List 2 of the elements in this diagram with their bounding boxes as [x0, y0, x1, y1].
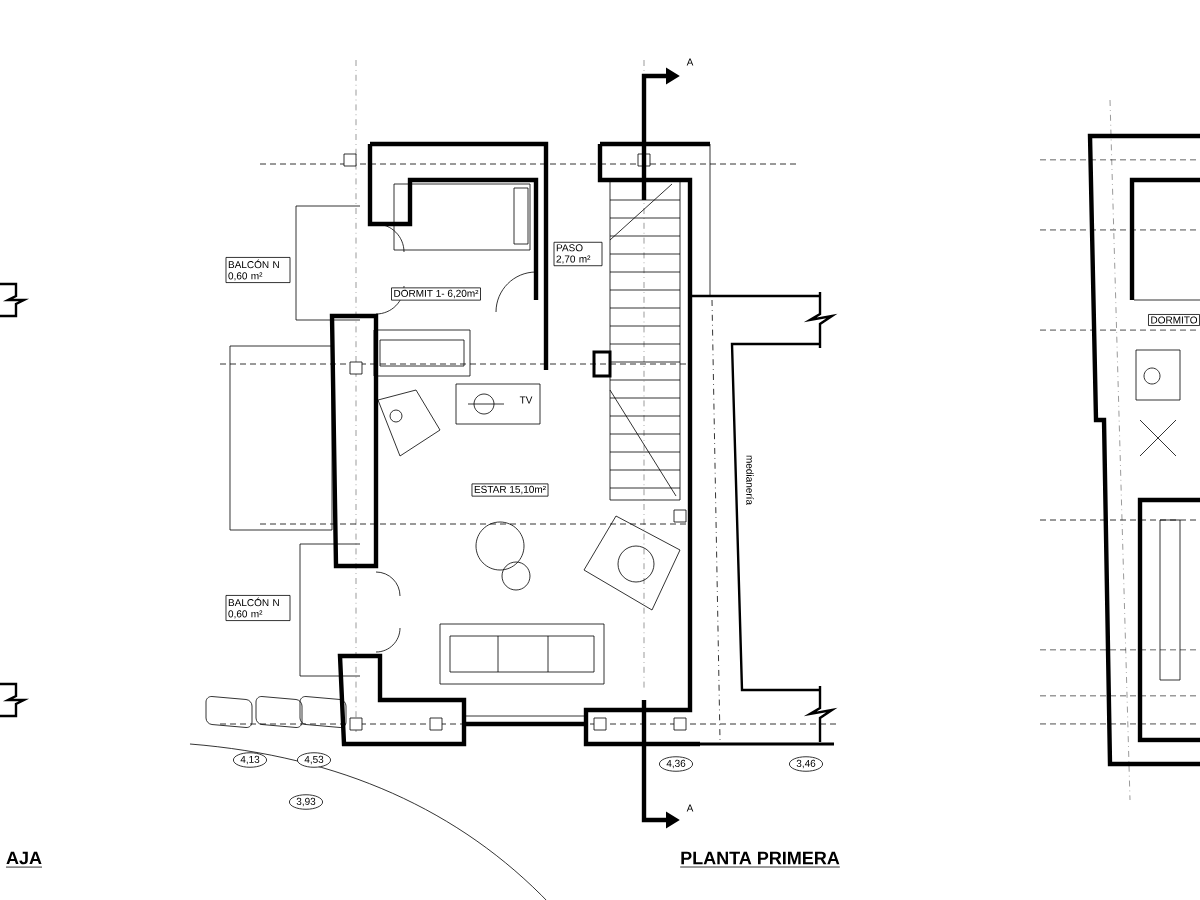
- plan-title: AJA: [5, 851, 43, 868]
- plan-title: PLANTA PRIMERA: [679, 851, 841, 868]
